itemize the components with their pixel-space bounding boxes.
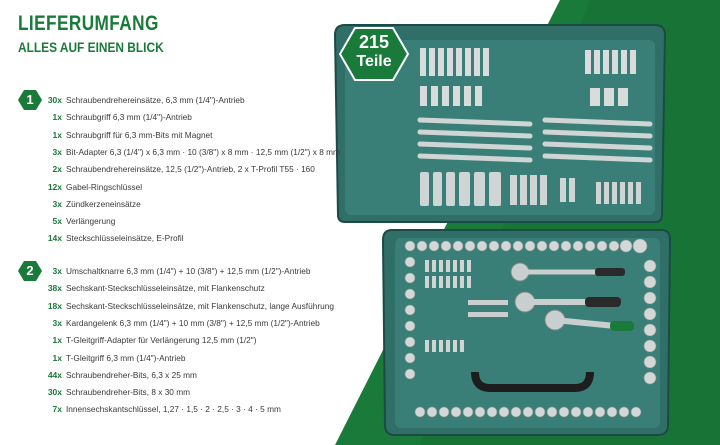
item-description: Sechskant-Steckschlüsseleinsätze, mit Fl… [66, 300, 334, 311]
list-item: 12x Gabel-Ringschlüssel [0, 179, 335, 195]
item-description: Schraubendreher-Bits, 6,3 x 25 mm [66, 369, 197, 380]
item-description: Schraubgriff 6,3 mm (1/4")-Antrieb [66, 112, 192, 123]
item-quantity: 30x [47, 387, 62, 398]
list-item: 5x Verlängerung [0, 213, 335, 229]
item-quantity: 7x [52, 404, 62, 415]
list-item: 14x Steckschlüsseleinsätze, E-Profil [0, 230, 335, 246]
header: LIEFERUMFANG ALLES AUF EINEN BLICK [18, 12, 190, 56]
badge-unit: Teile [356, 53, 392, 70]
list-item: 3x Zündkerzeneinsätze [0, 196, 335, 212]
item-quantity: 1x [52, 335, 62, 346]
badge-count: 215 [358, 32, 390, 52]
page-subtitle: ALLES AUF EINEN BLICK [18, 39, 164, 55]
item-quantity: 12x [47, 181, 62, 192]
item-description: Bit-Adapter 6,3 (1/4") x 6,3 mm · 10 (3/… [66, 146, 340, 157]
list-item: 44x Schraubendreher-Bits, 6,3 x 25 mm [0, 367, 335, 383]
item-description: Kardangelenk 6,3 mm (1/4") + 10 mm (3/8"… [66, 317, 320, 328]
group-number: 2 [26, 263, 34, 278]
item-quantity: 5x [52, 216, 62, 227]
item-description: T-Gleitgriff-Adapter für Verlängerung 12… [66, 335, 257, 346]
item-description: Steckschlüsseleinsätze, E-Profil [66, 233, 184, 244]
list-item: 2x Schraubendrehereinsätze, 12,5 (1/2")-A… [0, 161, 335, 177]
item-description: Sechskant-Steckschlüsseleinsätze, mit Fl… [66, 283, 265, 294]
item-quantity: 3x [52, 317, 62, 328]
item-quantity: 1x [52, 129, 62, 140]
item-quantity: 30x [47, 95, 62, 105]
item-quantity: 18x [47, 300, 62, 311]
item-description: Schraubendreher-Bits, 8 x 30 mm [66, 387, 191, 398]
piece-count-badge: 215 Teile [339, 27, 409, 81]
item-quantity: 1x [52, 352, 62, 363]
group-2-badge: 2 [18, 261, 42, 281]
item-description: Schraubendrehereinsätze, 6,3 mm (1/4")-A… [66, 95, 245, 105]
item-description: Zündkerzeneinsätze [66, 198, 141, 209]
item-quantity: 14x [47, 233, 62, 244]
item-description: Gabel-Ringschlüssel [66, 181, 143, 192]
list-item: 30x Schraubendreher-Bits, 8 x 30 mm [0, 384, 335, 400]
item-quantity: 2x [52, 164, 62, 175]
group-1-badge: 1 [18, 90, 42, 110]
list-item: 7x Innensechskantschlüssel, 1,27 · 1,5 · … [0, 401, 335, 417]
list-item: 1x Schraubgriff für 6,3 mm-Bits mit Magne… [0, 127, 335, 143]
page-title: LIEFERUMFANG [18, 12, 159, 35]
item-description: Verlängerung [66, 216, 116, 227]
item-quantity: 1x [52, 112, 62, 123]
list-item: 18x Sechskant-Steckschlüsseleinsätze, mit… [0, 298, 335, 314]
hexagon-badge-shape [339, 27, 409, 81]
hexagon-number-icon [18, 261, 42, 281]
item-description: T-Gleitgriff 6,3 mm (1/4")-Antrieb [66, 352, 186, 363]
list-item: 1x Schraubgriff 6,3 mm (1/4")-Antrieb [0, 109, 335, 125]
item-description: Umschaltknarre 6,3 mm (1/4") + 10 (3/8")… [66, 266, 311, 276]
list-item: 1x T-Gleitgriff 6,3 mm (1/4")-Antrieb [0, 350, 335, 366]
item-description: Schraubgriff für 6,3 mm-Bits mit Magnet [66, 129, 213, 140]
hexagon-number-icon [18, 90, 42, 110]
list-item: 3x Umschaltknarre 6,3 mm (1/4") + 10 (3/8… [0, 263, 335, 279]
item-quantity: 44x [47, 369, 62, 380]
list-item: 1x T-Gleitgriff-Adapter für Verlängerung … [0, 332, 335, 348]
list-item: 30x Schraubendrehereinsätze, 6,3 mm (1/4"… [0, 92, 335, 108]
item-quantity: 38x [47, 283, 62, 294]
item-quantity: 3x [52, 198, 62, 209]
list-item: 3x Bit-Adapter 6,3 (1/4") x 6,3 mm · 10 (… [0, 144, 340, 160]
list-item: 38x Sechskant-Steckschlüsseleinsätze, mit… [0, 280, 335, 296]
item-description: Innensechskantschlüssel, 1,27 · 1,5 · 2 … [66, 404, 281, 415]
item-quantity: 3x [52, 266, 62, 276]
group-number: 1 [26, 92, 34, 107]
item-description: Schraubendrehereinsätze, 12,5 (1/2")-Ant… [66, 164, 315, 175]
list-item: 3x Kardangelenk 6,3 mm (1/4") + 10 mm (3/… [0, 315, 335, 331]
item-quantity: 3x [52, 146, 62, 157]
